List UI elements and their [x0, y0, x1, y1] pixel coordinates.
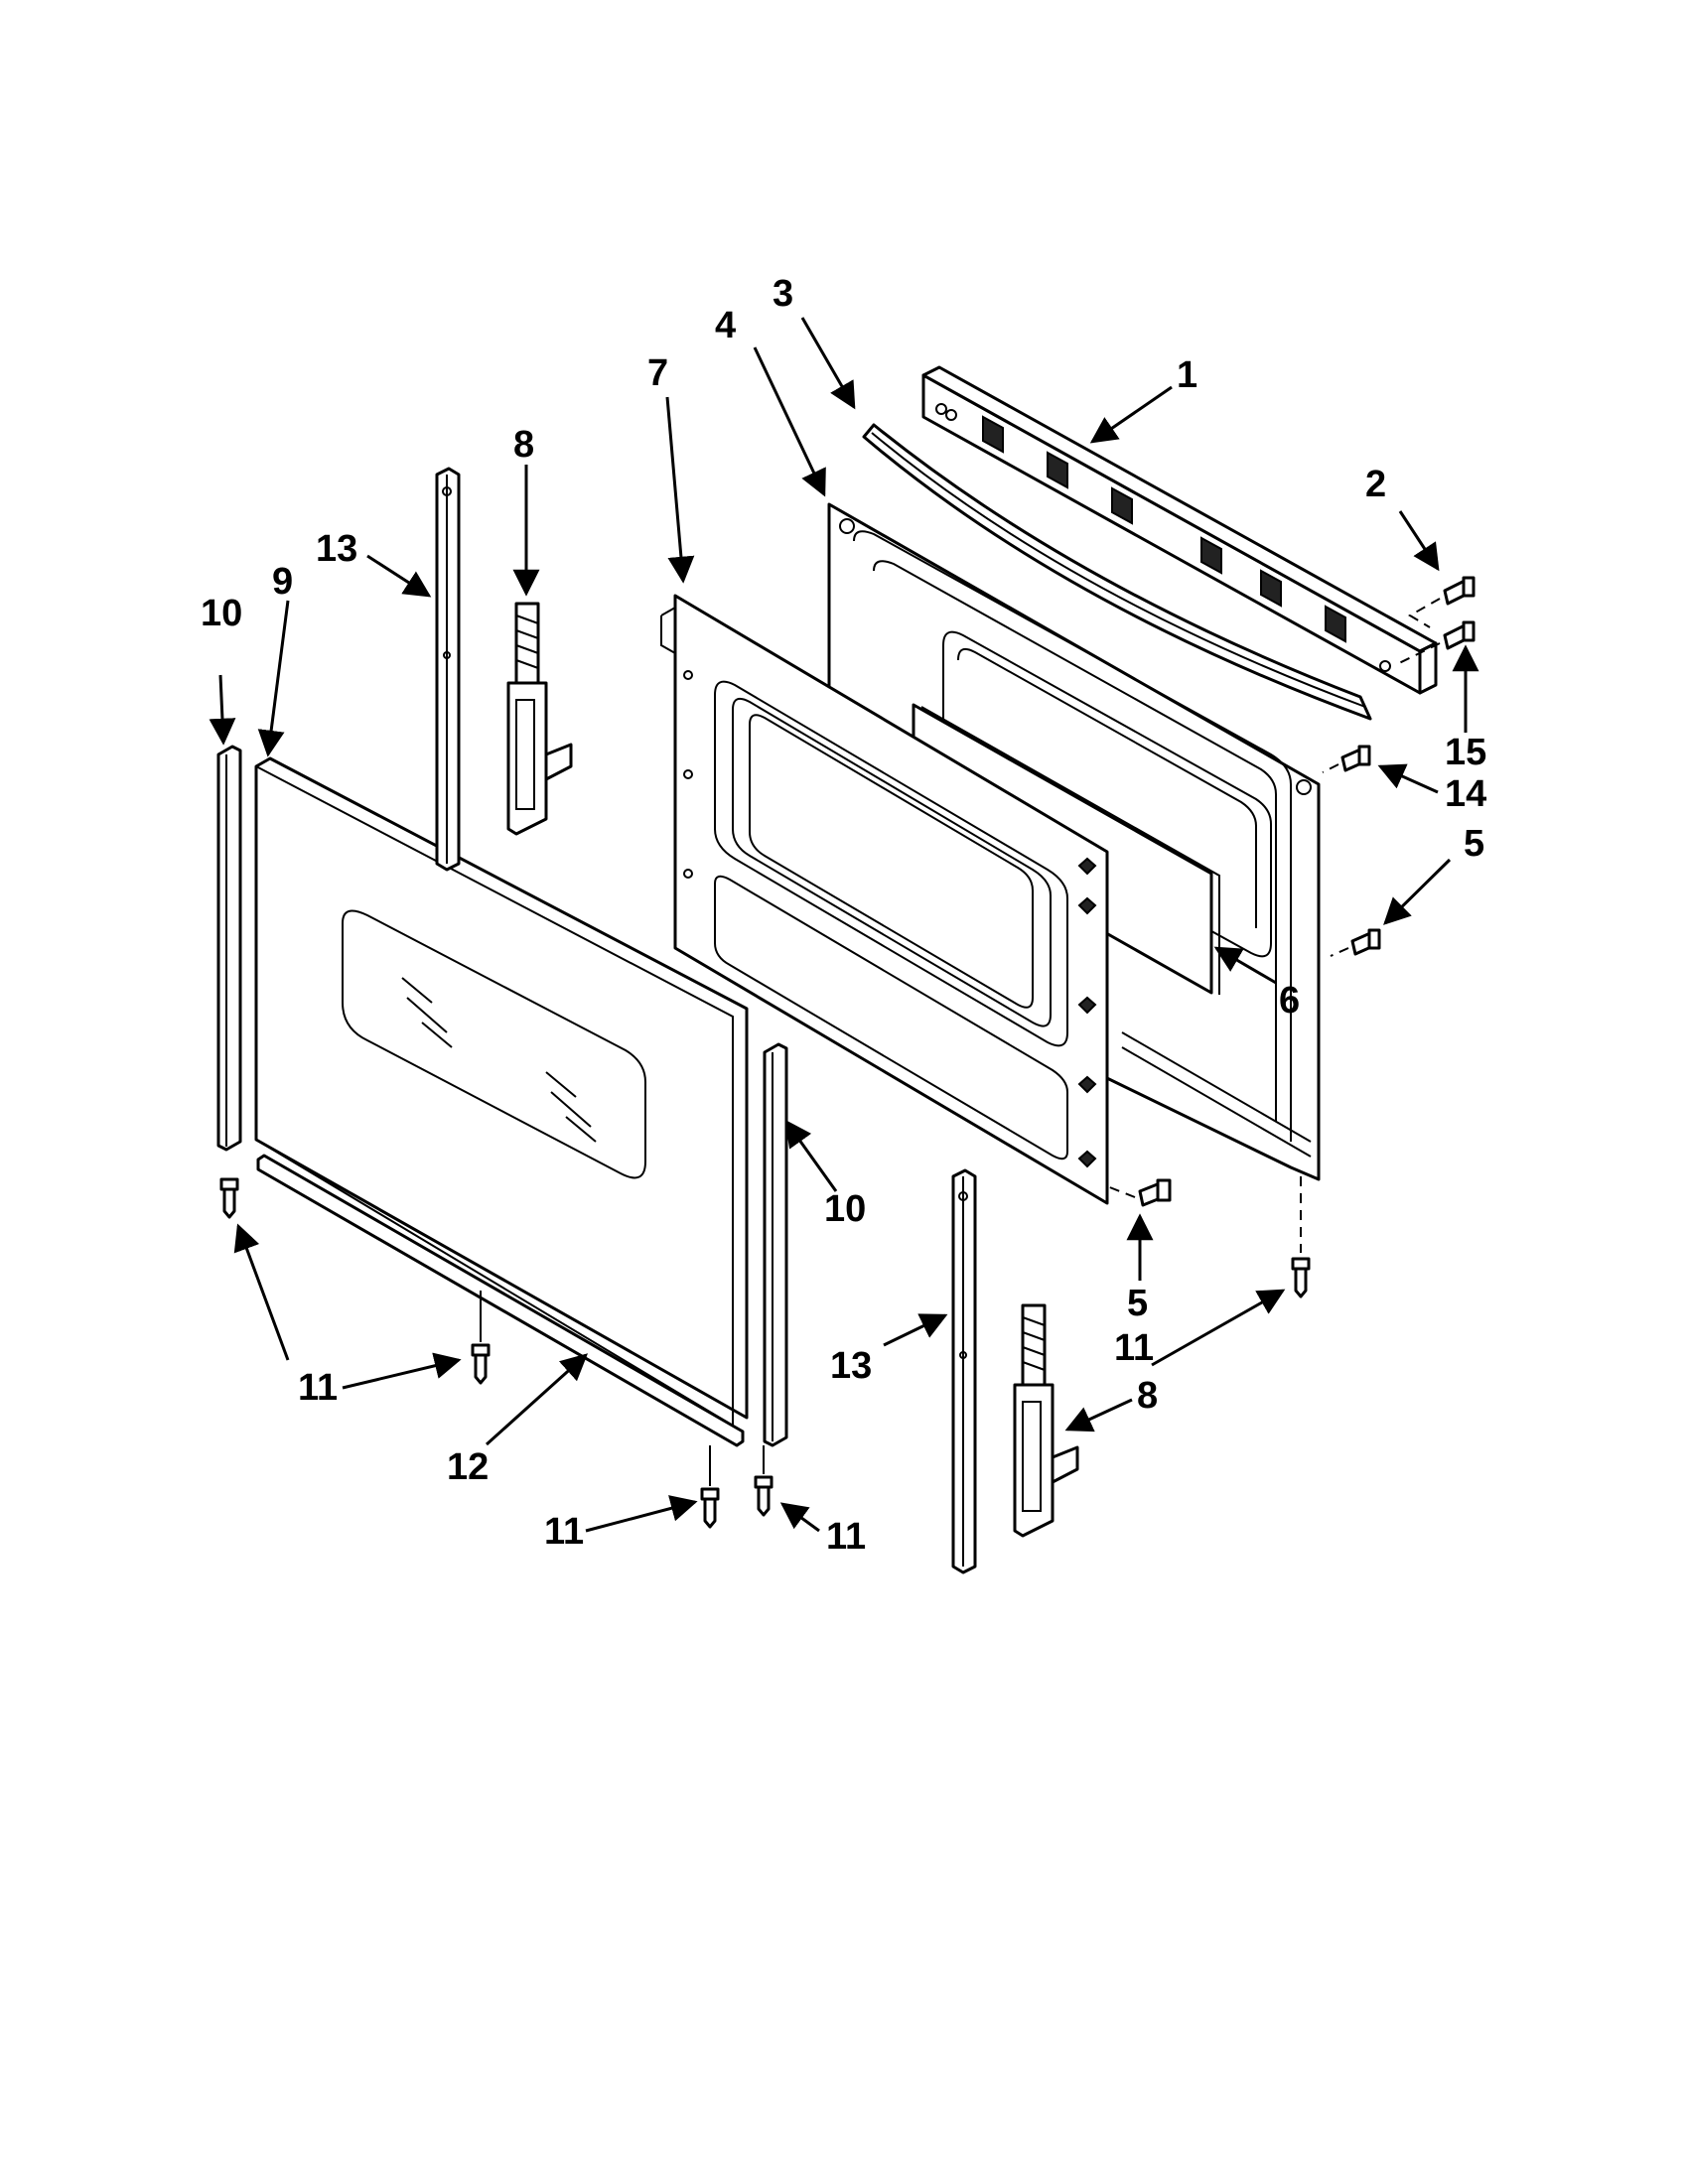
callout-9: 9 [272, 561, 293, 603]
screw-11-bottom-mid [700, 1445, 720, 1529]
part-hinge-receiver-lower [951, 1168, 977, 1574]
callout-11-bottom-right: 11 [826, 1516, 866, 1558]
callout-15: 15 [1445, 732, 1486, 773]
part-side-trim-right [763, 1042, 788, 1447]
part-outer-door-panel [254, 756, 749, 1428]
callout-3: 3 [773, 273, 793, 315]
callout-8-upper: 8 [513, 424, 534, 466]
part-handle [862, 423, 1372, 721]
callout-10-left: 10 [201, 593, 242, 634]
callout-7: 7 [647, 352, 668, 394]
part-door-liner [660, 594, 1109, 1205]
screw-11-bottom-right [754, 1445, 774, 1517]
callout-11-left: 11 [298, 1367, 338, 1409]
part-bottom-trim [256, 1154, 745, 1447]
screw-14 [1322, 745, 1371, 773]
screw-15 [1394, 620, 1476, 666]
screw-5-right [1330, 928, 1381, 957]
callout-10-right-label: 10 [824, 1188, 866, 1230]
callout-5-bottom: 5 [1127, 1283, 1148, 1324]
callout-11-bottom-left: 11 [544, 1511, 584, 1553]
screw-11-left [219, 1177, 239, 1219]
callout-4: 4 [715, 305, 736, 346]
screw-11-center [471, 1291, 491, 1385]
callout-5-right: 5 [1464, 823, 1484, 865]
screw-5-bottom [1106, 1178, 1172, 1207]
callout-8-lower: 8 [1137, 1375, 1158, 1417]
part-side-trim-left [216, 745, 242, 1152]
leader-lines [209, 317, 1479, 1533]
screw-11-right [1291, 1176, 1311, 1298]
callout-2: 2 [1365, 464, 1386, 505]
callout-12: 12 [447, 1446, 489, 1488]
callouts: 1 2 3 4 7 8 9 10 13 15 14 5 6 5 11 10 10… [201, 273, 1486, 1558]
part-hinge-upper [506, 602, 573, 836]
callout-14: 14 [1445, 773, 1486, 815]
callout-1: 1 [1177, 354, 1197, 396]
callout-11-right: 11 [1114, 1327, 1154, 1369]
part-hinge-receiver-upper [435, 467, 461, 872]
callout-13-lower: 13 [830, 1345, 872, 1387]
callout-6: 6 [1279, 980, 1300, 1022]
callout-13-upper: 13 [316, 528, 357, 570]
screw-2 [1408, 576, 1476, 628]
part-vent-trim [921, 365, 1438, 695]
part-hinge-lower [1013, 1303, 1079, 1538]
